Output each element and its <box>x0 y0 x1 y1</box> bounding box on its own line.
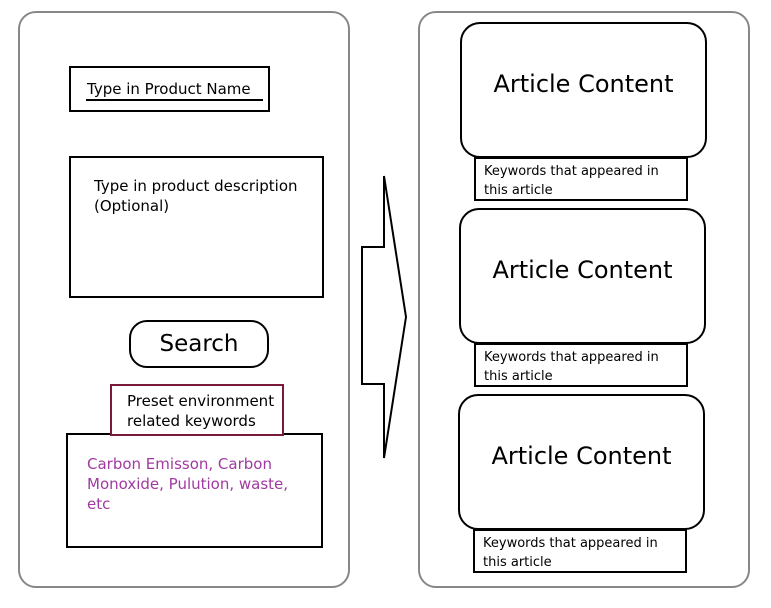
article-keywords: Keywords that appeared in this article <box>474 343 688 387</box>
product-description-input[interactable]: Type in product description (Optional) <box>69 156 324 298</box>
product-name-input[interactable]: Type in Product Name <box>69 66 270 112</box>
article-title: Article Content <box>491 442 672 470</box>
article-keywords: Keywords that appeared in this article <box>473 529 687 573</box>
preset-keywords-text: Carbon Emisson, Carbon Monoxide, Pulutio… <box>87 455 289 513</box>
article-title: Article Content <box>493 70 674 98</box>
preset-keywords-label: Preset environment related keywords <box>127 392 275 430</box>
article-card[interactable]: Article Content <box>458 394 705 530</box>
article-title: Article Content <box>492 256 673 284</box>
preset-keywords-box: Carbon Emisson, Carbon Monoxide, Pulutio… <box>66 433 323 548</box>
product-name-underline <box>86 99 263 101</box>
product-description-placeholder: Type in product description (Optional) <box>94 177 298 215</box>
preset-keywords-label-box: Preset environment related keywords <box>110 384 284 436</box>
flow-arrow-icon <box>361 175 408 459</box>
search-button[interactable]: Search <box>129 320 269 368</box>
article-card[interactable]: Article Content <box>460 22 707 158</box>
article-card[interactable]: Article Content <box>459 208 706 344</box>
article-keywords: Keywords that appeared in this article <box>474 157 688 201</box>
product-name-placeholder: Type in Product Name <box>87 80 251 98</box>
